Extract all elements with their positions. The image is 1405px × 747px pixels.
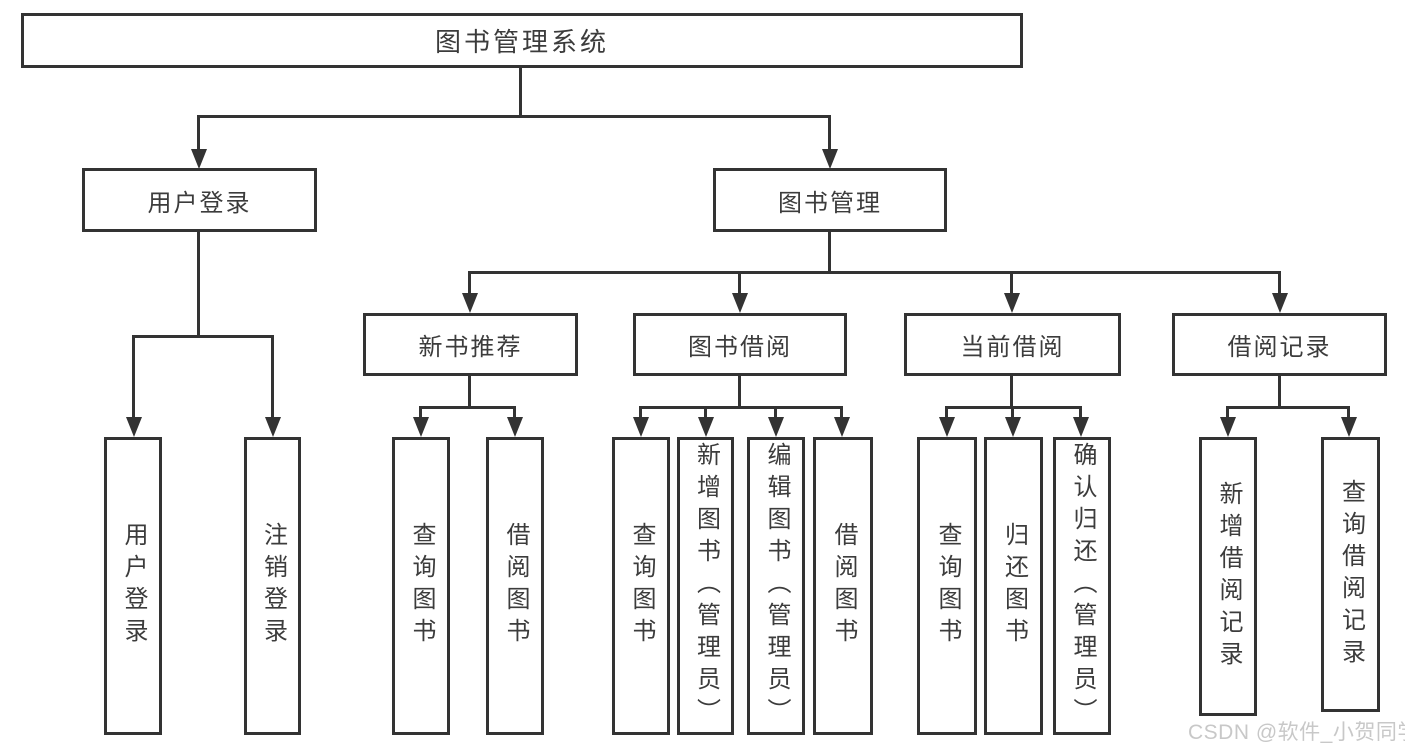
- node-user-login: 用户登录: [82, 168, 317, 232]
- leaf-add-borrow-record-label: 新增借阅记录: [1215, 480, 1242, 673]
- arrow-b2: [507, 417, 523, 437]
- connector-drop-c1: [639, 406, 642, 420]
- leaf-user-login-label: 用户登录: [120, 522, 147, 650]
- connector-current-borrow-stem: [1010, 374, 1013, 408]
- arrow-book-mgmt: [822, 149, 838, 169]
- connector-drop-leaf-logout: [271, 335, 274, 419]
- arrow-d1: [939, 417, 955, 437]
- leaf-return-books: 归还图书: [984, 437, 1043, 735]
- leaf-borrow-query-books-label: 查询图书: [628, 522, 655, 650]
- arrow-e2: [1341, 417, 1357, 437]
- node-new-book-rec-label: 新书推荐: [418, 334, 523, 361]
- node-borrow-records: 借阅记录: [1172, 313, 1387, 376]
- connector-user-login-stem: [197, 231, 200, 337]
- connector-drop-e1: [1226, 406, 1229, 420]
- leaf-confirm-return-admin: 确认归还（管理员）: [1053, 437, 1111, 735]
- connector-new-book-rec-stem: [468, 374, 471, 408]
- leaf-add-books-admin: 新增图书（管理员）: [677, 437, 734, 735]
- leaf-add-books-admin-label: 新增图书（管理员）: [692, 442, 720, 730]
- arrow-book-borrow: [732, 293, 748, 313]
- node-current-borrow-label: 当前借阅: [960, 334, 1065, 361]
- leaf-query-borrow-record: 查询借阅记录: [1321, 437, 1380, 712]
- connector-drop-current-borrow: [1010, 271, 1013, 295]
- connector-new-book-rec-rail: [419, 406, 516, 409]
- arrow-b1: [413, 417, 429, 437]
- arrow-leaf-login: [126, 417, 142, 437]
- arrow-d2: [1005, 417, 1021, 437]
- leaf-logout: 注销登录: [244, 437, 301, 735]
- node-new-book-rec: 新书推荐: [363, 313, 578, 376]
- connector-drop-d3: [1079, 406, 1082, 420]
- node-book-mgmt: 图书管理: [713, 168, 947, 232]
- leaf-return-books-label: 归还图书: [1000, 522, 1028, 650]
- connector-drop-leaf-login: [132, 335, 135, 419]
- leaf-rec-query-books-label: 查询图书: [408, 522, 435, 650]
- arrow-new-book-rec: [462, 293, 478, 313]
- leaf-confirm-return-admin-label: 确认归还（管理员）: [1069, 442, 1096, 730]
- node-current-borrow: 当前借阅: [904, 313, 1121, 376]
- arrow-c3: [768, 417, 784, 437]
- leaf-logout-label: 注销登录: [259, 522, 287, 650]
- connector-borrow-records-rail: [1226, 406, 1350, 409]
- node-book-borrow-label: 图书借阅: [688, 334, 792, 361]
- arrow-e1: [1220, 417, 1236, 437]
- connector-borrow-records-stem: [1278, 374, 1281, 408]
- arrow-c1: [633, 417, 649, 437]
- leaf-rec-borrow-books: 借阅图书: [486, 437, 544, 735]
- connector-drop-b1: [419, 406, 422, 420]
- connector-root-stem: [519, 67, 522, 117]
- connector-user-login-rail: [132, 335, 274, 338]
- arrow-c4: [834, 417, 850, 437]
- connector-drop-d1: [945, 406, 948, 420]
- connector-drop-b2: [513, 406, 516, 420]
- node-library-system: 图书管理系统: [21, 13, 1023, 68]
- leaf-edit-books-admin-label: 编辑图书（管理员）: [763, 442, 790, 730]
- node-user-login-label: 用户登录: [147, 189, 252, 217]
- leaf-rec-borrow-books-label: 借阅图书: [502, 522, 529, 650]
- arrow-user-login: [191, 149, 207, 169]
- connector-drop-c2: [704, 406, 707, 420]
- connector-drop-c3: [774, 406, 777, 420]
- connector-drop-borrow-records: [1278, 271, 1281, 295]
- leaf-rec-query-books: 查询图书: [392, 437, 450, 735]
- connector-drop-e2: [1347, 406, 1350, 420]
- arrow-c2: [698, 417, 714, 437]
- connector-level3-rail: [468, 271, 1281, 274]
- connector-book-borrow-stem: [738, 374, 741, 408]
- node-book-borrow: 图书借阅: [633, 313, 847, 376]
- arrow-borrow-records: [1272, 293, 1288, 313]
- node-borrow-records-label: 借阅记录: [1227, 334, 1332, 361]
- leaf-borrow-books-label: 借阅图书: [830, 522, 857, 650]
- leaf-user-login: 用户登录: [104, 437, 162, 735]
- leaf-borrow-query-books: 查询图书: [612, 437, 670, 735]
- connector-drop-user-login: [197, 115, 200, 151]
- node-book-mgmt-label: 图书管理: [778, 189, 882, 217]
- connector-drop-book-borrow: [738, 271, 741, 295]
- leaf-borrow-books: 借阅图书: [813, 437, 873, 735]
- connector-book-mgmt-stem: [828, 231, 831, 273]
- arrow-leaf-logout: [265, 417, 281, 437]
- leaf-edit-books-admin: 编辑图书（管理员）: [747, 437, 805, 735]
- connector-level2-rail: [197, 115, 831, 118]
- connector-drop-book-mgmt: [828, 115, 831, 151]
- connector-book-borrow-rail: [639, 406, 843, 409]
- leaf-query-borrow-record-label: 查询借阅记录: [1337, 478, 1365, 671]
- arrow-current-borrow: [1004, 293, 1020, 313]
- leaf-current-query-books: 查询图书: [917, 437, 977, 735]
- arrow-d3: [1073, 417, 1089, 437]
- connector-drop-c4: [840, 406, 843, 420]
- leaf-add-borrow-record: 新增借阅记录: [1199, 437, 1257, 716]
- connector-drop-d2: [1011, 406, 1014, 420]
- watermark: CSDN @软件_小贺同学: [1188, 721, 1405, 744]
- node-library-system-label: 图书管理系统: [434, 27, 609, 57]
- connector-drop-new-book-rec: [468, 271, 471, 295]
- leaf-current-query-books-label: 查询图书: [934, 522, 961, 650]
